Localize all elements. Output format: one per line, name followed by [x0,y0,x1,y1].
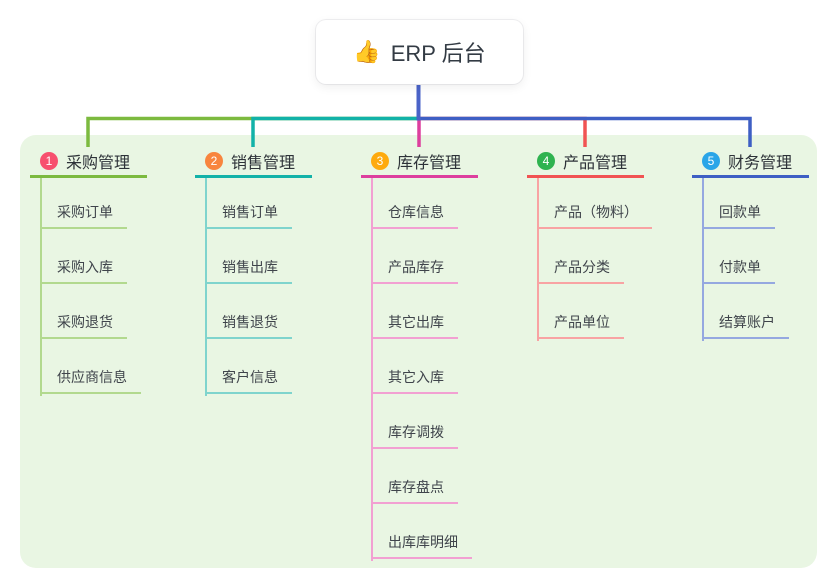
branch-trunk-line [371,178,373,561]
thumbs-up-icon: 👍 [353,39,381,64]
child-node-label: 结算账户 [719,314,775,330]
child-node-label: 采购订单 [57,204,113,220]
child-node-label: 出库库明细 [388,534,458,550]
branch-title-5[interactable]: 5 财务管理 [692,146,809,178]
child-node-label: 采购退货 [57,314,113,330]
child-node[interactable]: 产品分类 [537,252,624,284]
child-node-label: 产品库存 [388,259,444,275]
branch-title-3[interactable]: 3 库存管理 [361,146,478,178]
child-node-label: 产品（物料） [554,204,638,220]
child-node-label: 付款单 [719,259,761,275]
child-node-label: 其它出库 [388,314,444,330]
child-node-label: 回款单 [719,204,761,220]
branch-title-1[interactable]: 1 采购管理 [30,146,147,178]
child-node[interactable]: 库存调拨 [371,417,458,449]
child-node[interactable]: 出库库明细 [371,527,472,559]
branch-trunk-line [537,178,539,341]
child-node[interactable]: 其它入库 [371,362,458,394]
child-node-label: 销售退货 [222,314,278,330]
branch-title-label: 采购管理 [66,154,131,172]
branch-badge-icon: 4 [537,151,555,170]
child-node[interactable]: 产品（物料） [537,197,652,229]
child-node-label: 其它入库 [388,369,444,385]
branch-title-label: 产品管理 [563,154,628,172]
child-node-label: 采购入库 [57,259,113,275]
child-node[interactable]: 采购退货 [40,307,127,339]
branch-trunk-line [702,178,704,341]
branch-trunk-line [40,178,42,396]
branch-badge-icon: 1 [40,151,58,170]
child-node[interactable]: 库存盘点 [371,472,458,504]
root-node[interactable]: 👍 ERP 后台 [316,20,523,84]
child-node[interactable]: 产品库存 [371,252,458,284]
child-node[interactable]: 销售订单 [205,197,292,229]
child-node[interactable]: 销售退货 [205,307,292,339]
child-node[interactable]: 其它出库 [371,307,458,339]
branch-trunk-line [205,178,207,396]
branch-title-label: 销售管理 [231,154,296,172]
child-node[interactable]: 客户信息 [205,362,292,394]
mindmap-panel [20,135,817,568]
branch-badge-icon: 3 [371,151,389,170]
child-node[interactable]: 付款单 [702,252,775,284]
branch-title-label: 库存管理 [397,154,462,172]
child-node[interactable]: 供应商信息 [40,362,141,394]
child-node[interactable]: 销售出库 [205,252,292,284]
child-node-label: 供应商信息 [57,369,127,385]
child-node[interactable]: 采购入库 [40,252,127,284]
child-node[interactable]: 仓库信息 [371,197,458,229]
child-node[interactable]: 采购订单 [40,197,127,229]
child-node-label: 产品单位 [554,314,610,330]
child-node-label: 销售出库 [222,259,278,275]
child-node[interactable]: 产品单位 [537,307,624,339]
child-node-label: 客户信息 [222,369,278,385]
branch-badge-icon: 5 [702,151,720,170]
branch-title-label: 财务管理 [728,154,793,172]
root-node-label: ERP 后台 [390,41,486,66]
child-node[interactable]: 回款单 [702,197,775,229]
branch-title-4[interactable]: 4 产品管理 [527,146,644,178]
child-node-label: 销售订单 [222,204,278,220]
child-node-label: 产品分类 [554,259,610,275]
child-node-label: 库存调拨 [388,424,444,440]
branch-badge-icon: 2 [205,151,223,170]
child-node-label: 仓库信息 [388,204,444,220]
child-node-label: 库存盘点 [388,479,444,495]
child-node[interactable]: 结算账户 [702,307,789,339]
branch-title-2[interactable]: 2 销售管理 [195,146,312,178]
